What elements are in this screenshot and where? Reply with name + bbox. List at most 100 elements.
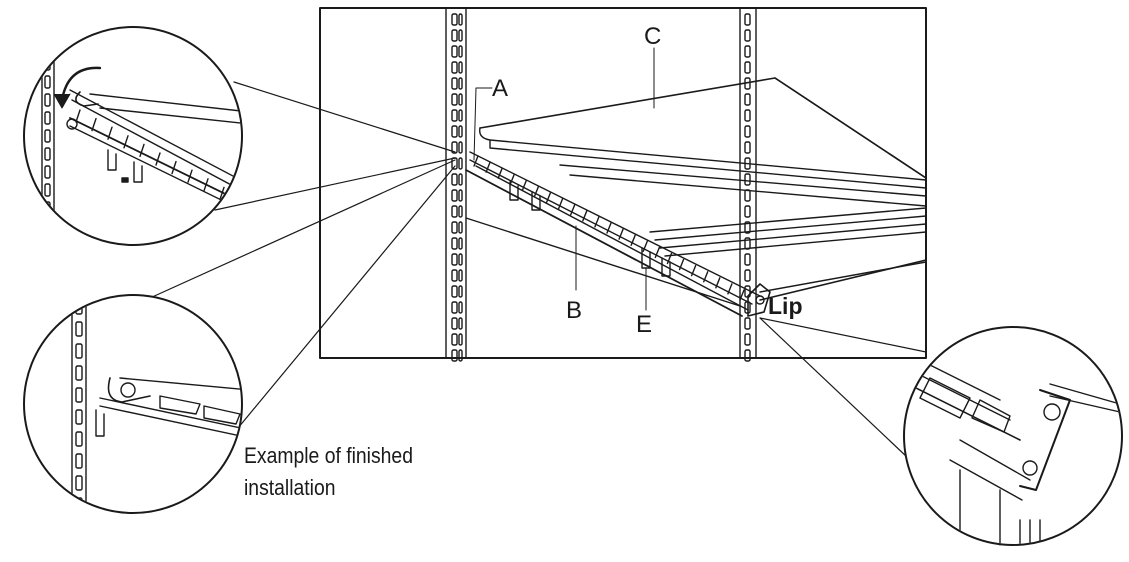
bracket-rib: [521, 179, 528, 192]
rail-slot: [451, 93, 458, 106]
rail-slot: [451, 253, 458, 266]
rail-slot: [458, 173, 463, 186]
rail-slot: [451, 45, 458, 58]
rail-slot: [458, 29, 463, 42]
bracket-rib: [171, 160, 177, 175]
rail-slot: [44, 237, 51, 244]
bracket-rib: [91, 117, 97, 132]
bracket-rib: [473, 155, 479, 167]
label-e: E: [636, 311, 652, 338]
rail-slot: [458, 77, 463, 90]
label-leaders: [473, 47, 655, 311]
rail-slot: [451, 141, 458, 154]
bracket-rib: [618, 228, 624, 240]
rail-slot: [744, 29, 751, 42]
rail-slot: [744, 93, 751, 106]
rail-slot: [75, 453, 83, 469]
rail-slot: [451, 77, 458, 90]
rail-slot: [744, 189, 751, 202]
rail-slot: [458, 157, 463, 170]
rail-slot: [451, 205, 458, 218]
rail-slot: [451, 109, 458, 122]
rail-slot: [458, 301, 463, 314]
rail-slot: [458, 333, 463, 346]
bracket-rib: [107, 126, 113, 140]
magnifier-right-lip: [903, 326, 1123, 546]
bracket-rib: [219, 186, 225, 201]
bracket-rib: [703, 271, 709, 283]
rail-slot: [458, 13, 463, 26]
left-rail-slots: [451, 13, 463, 362]
rail-slot: [458, 125, 463, 138]
bracket-rib: [497, 167, 503, 179]
rail-slot: [75, 321, 83, 337]
rail-slot: [451, 237, 458, 250]
cabinet-frame: [319, 7, 927, 359]
bracket-rib: [509, 173, 515, 185]
rail-slot: [44, 93, 51, 107]
rail-slot: [458, 93, 463, 106]
bracket-rib: [485, 161, 491, 173]
rail-slot: [451, 61, 458, 74]
magnifier-bottom-left: [23, 294, 243, 514]
caption-line-1: Example of finished: [244, 443, 413, 468]
rail-slot: [451, 125, 458, 138]
bracket-rib: [630, 234, 636, 246]
rail-slot: [44, 111, 51, 125]
rail-slot: [458, 45, 463, 58]
rail-slot: [451, 29, 458, 42]
caption-line-2: installation: [244, 475, 336, 500]
rail-slot: [744, 61, 751, 74]
rail-slot: [744, 141, 751, 154]
label-a: A: [492, 75, 508, 102]
rail-slot: [75, 387, 83, 403]
bracket-rib: [75, 109, 81, 123]
rail-slot: [44, 75, 51, 89]
bracket-rib: [678, 258, 685, 271]
rail-slot: [44, 129, 51, 143]
rail-slot: [744, 109, 751, 122]
rail-slot: [75, 475, 83, 491]
bracket-rib: [606, 222, 612, 234]
bracket-rib: [666, 252, 673, 265]
rail-slot: [44, 183, 51, 197]
shelf-c: [479, 77, 927, 301]
rail-slot: [44, 165, 51, 179]
label-c: C: [644, 23, 661, 50]
magnifier-top-left: [23, 26, 243, 246]
shelf-b: [465, 217, 741, 307]
bracket-rib: [727, 283, 733, 295]
rail-slot: [744, 221, 751, 234]
rail-slot: [451, 317, 458, 330]
rail-slot: [75, 343, 83, 359]
bracket-rib: [235, 195, 241, 209]
rail-slot: [458, 141, 463, 154]
bracket-rib: [139, 143, 145, 158]
rail-slot: [744, 205, 751, 218]
bracket-rib: [654, 246, 661, 259]
rail-slot: [44, 219, 51, 233]
rail-slot: [75, 409, 83, 425]
rail-slot: [458, 221, 463, 234]
bracket-rib: [715, 277, 721, 289]
bracket-rib: [570, 204, 576, 216]
bracket-rib: [739, 289, 745, 301]
bracket-rib: [690, 264, 697, 277]
rail-slot: [75, 365, 83, 381]
rail-slot: [458, 253, 463, 266]
rail-slot: [458, 349, 463, 362]
rail-slot: [744, 269, 751, 282]
bracket-rib: [545, 191, 552, 204]
bracket-rib: [533, 185, 540, 198]
bracket-rib: [155, 152, 161, 166]
rail-slot: [75, 431, 83, 447]
rail-slot: [451, 285, 458, 298]
rail-slot: [451, 301, 458, 314]
rail-slot: [458, 205, 463, 218]
bracket-rib: [203, 178, 209, 192]
caption: Example of finished installation: [244, 440, 413, 504]
rail-slot: [458, 237, 463, 250]
rail-slot: [451, 189, 458, 202]
rail-slot: [458, 189, 463, 202]
